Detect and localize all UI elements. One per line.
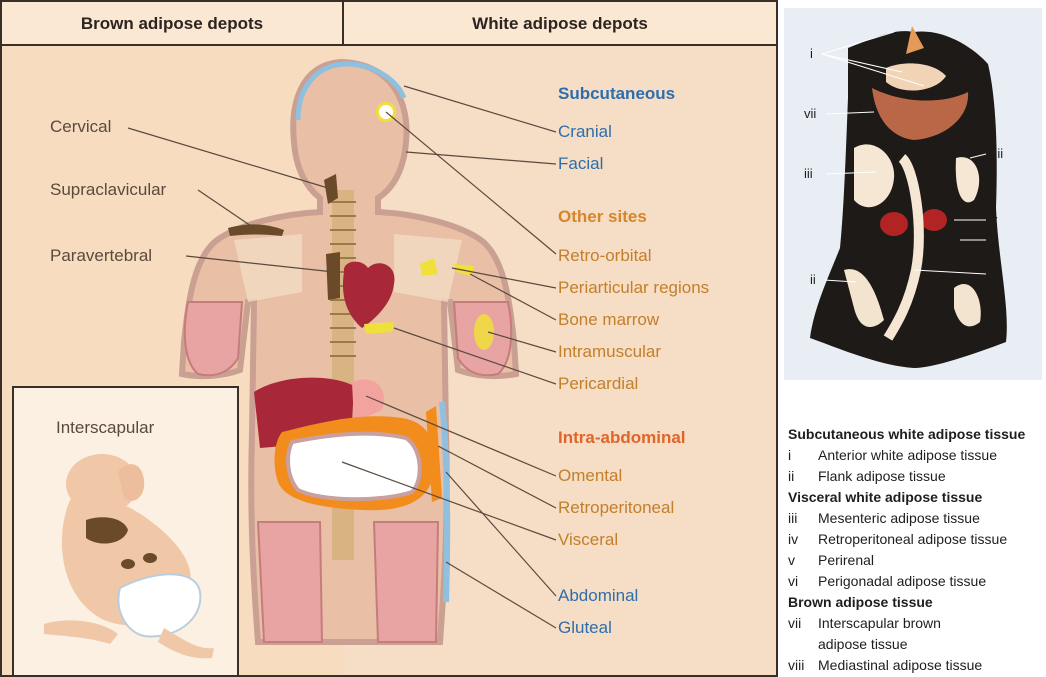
human-diagram-panel: Brown adipose depots White adipose depot… — [0, 0, 778, 677]
label-visceral: Visceral — [558, 530, 618, 550]
label-facial: Facial — [558, 154, 603, 174]
paravertebral-brown-fat — [326, 252, 340, 300]
right-leg-muscle — [374, 522, 438, 642]
label-cranial: Cranial — [558, 122, 612, 142]
label-periarticular-regions: Periarticular regions — [558, 278, 709, 298]
label-retro-orbital: Retro-orbital — [558, 246, 652, 266]
section-intra-abdominal: Intra-abdominal — [558, 428, 686, 448]
label-paravertebral: Paravertebral — [50, 246, 152, 266]
diaper — [118, 574, 200, 636]
label-supraclavicular: Supraclavicular — [50, 180, 166, 200]
mouse-dissection-photo: i vii iii ii viii iv v vi — [784, 8, 1042, 380]
legend-brown-header: Brown adipose tissue — [788, 592, 1046, 613]
label-omental: Omental — [558, 466, 622, 486]
mouse-pointer-lines — [784, 8, 1042, 380]
legend-visceral-header: Visceral white adipose tissue — [788, 487, 1046, 508]
label-abdominal: Abdominal — [558, 586, 638, 606]
label-pericardial: Pericardial — [558, 374, 638, 394]
section-other-sites: Other sites — [558, 207, 647, 227]
legend-item: adipose tissue — [788, 634, 1046, 655]
intramuscular-fat — [474, 314, 494, 350]
legend-subcutaneous-header: Subcutaneous white adipose tissue — [788, 424, 1046, 445]
left-leg-muscle — [258, 522, 322, 642]
label-gluteal: Gluteal — [558, 618, 612, 638]
label-intramuscular: Intramuscular — [558, 342, 661, 362]
label-cervical: Cervical — [50, 117, 111, 137]
infant-illustration — [14, 388, 237, 677]
brown-adipose-header: Brown adipose depots — [2, 2, 344, 46]
white-adipose-header: White adipose depots — [344, 2, 776, 46]
interscapular-inset: Interscapular — [12, 386, 239, 677]
label-retroperitoneal: Retroperitoneal — [558, 498, 674, 518]
left-arm-muscle — [185, 302, 242, 375]
label-bone-marrow: Bone marrow — [558, 310, 659, 330]
section-subcutaneous: Subcutaneous — [558, 84, 675, 104]
